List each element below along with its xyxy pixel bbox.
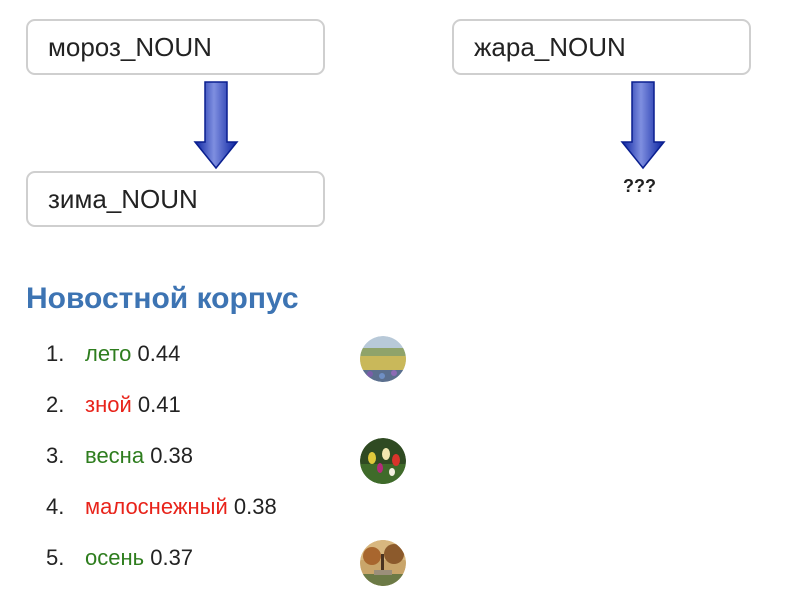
result-rank: 3. (46, 443, 65, 468)
results-list: 1. лето 0.44 2. зной 0.41 3. ве (0, 336, 420, 591)
result-word-link[interactable]: лето (85, 341, 132, 366)
result-word: зной (85, 392, 132, 417)
result-score: 0.38 (150, 443, 194, 468)
result-item: 1. лето 0.44 (0, 336, 420, 387)
result-rank: 4. (46, 494, 65, 519)
spring-tulips-image[interactable] (360, 438, 406, 484)
source-word-a: мороз_NOUN (48, 32, 212, 62)
summer-field-image[interactable] (360, 336, 406, 382)
result-rank: 2. (46, 392, 65, 417)
unknown-result: ??? (623, 176, 656, 196)
arrow-down-icon (620, 81, 666, 170)
arrow-down-icon (193, 81, 239, 170)
result-item: 4. малоснежный 0.38 (0, 489, 420, 540)
result-score: 0.38 (233, 494, 277, 519)
result-item: 5. осень 0.37 (0, 540, 420, 591)
result-score: 0.41 (137, 392, 181, 417)
result-item: 3. весна 0.38 (0, 438, 420, 489)
source-word-b: жара_NOUN (474, 32, 626, 62)
result-item: 2. зной 0.41 (0, 387, 420, 438)
result-word-link[interactable]: весна (85, 443, 145, 468)
target-word-a-box: зима_NOUN (26, 171, 325, 227)
result-rank: 5. (46, 545, 65, 570)
target-word-a: зима_NOUN (48, 184, 198, 214)
result-word: малоснежный (85, 494, 228, 519)
result-score: 0.37 (150, 545, 194, 570)
result-score: 0.44 (137, 341, 181, 366)
result-rank: 1. (46, 341, 65, 366)
source-word-b-box: жара_NOUN (452, 19, 751, 75)
source-word-a-box: мороз_NOUN (26, 19, 325, 75)
result-word-link[interactable]: осень (85, 545, 145, 570)
autumn-park-image[interactable] (360, 540, 406, 586)
corpus-heading: Новостной корпус (26, 282, 299, 315)
